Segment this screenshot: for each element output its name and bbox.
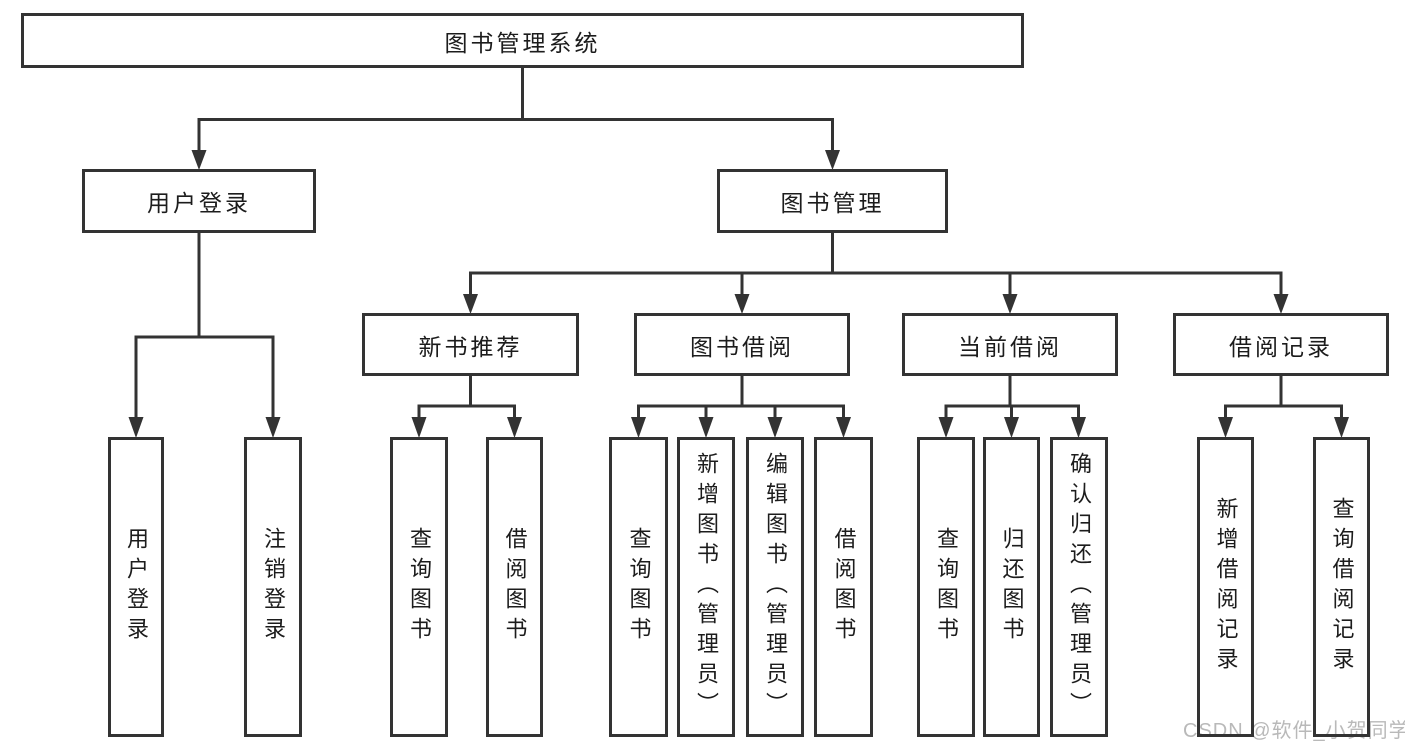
- node-leaf-user-login: 用户登录: [108, 437, 164, 737]
- node-leaf-add-books-admin: 新增图书（管理员）: [677, 437, 735, 737]
- node-current-borrowing: 当前借阅: [902, 313, 1118, 376]
- node-leaf-return-books: 归还图书: [983, 437, 1040, 737]
- node-leaf-query-books-current: 查询图书: [917, 437, 975, 737]
- connector-user-login-to-leaves: [128, 233, 281, 438]
- connector-borrowing-records-to-leaves: [1218, 376, 1349, 438]
- node-leaf-add-borrow-record: 新增借阅记录: [1197, 437, 1254, 737]
- node-leaf-query-books-recommend: 查询图书: [390, 437, 448, 737]
- connector-new-book-recommend-to-leaves: [411, 376, 522, 438]
- node-user-login: 用户登录: [82, 169, 316, 233]
- watermark: CSDN @软件_小贺同学: [1183, 720, 1405, 742]
- node-book-management: 图书管理: [717, 169, 948, 233]
- node-leaf-borrow-books: 借阅图书: [814, 437, 873, 737]
- connector-book-borrowing-to-leaves: [631, 376, 851, 438]
- node-leaf-query-books-borrowing: 查询图书: [609, 437, 668, 737]
- connector-current-borrowing-to-leaves: [938, 376, 1086, 438]
- connector-book-management-to-level3: [463, 233, 1289, 314]
- node-borrowing-records: 借阅记录: [1173, 313, 1389, 376]
- node-book-borrowing: 图书借阅: [634, 313, 850, 376]
- node-leaf-logout: 注销登录: [244, 437, 302, 737]
- node-library-system: 图书管理系统: [21, 13, 1024, 68]
- node-new-book-recommend: 新书推荐: [362, 313, 579, 376]
- node-leaf-borrow-books-recommend: 借阅图书: [486, 437, 543, 737]
- node-leaf-query-borrow-record: 查询借阅记录: [1313, 437, 1370, 737]
- node-leaf-edit-books-admin: 编辑图书（管理员）: [746, 437, 804, 737]
- node-leaf-confirm-return-admin: 确认归还（管理员）: [1050, 437, 1108, 737]
- connector-root-to-level2: [191, 68, 840, 170]
